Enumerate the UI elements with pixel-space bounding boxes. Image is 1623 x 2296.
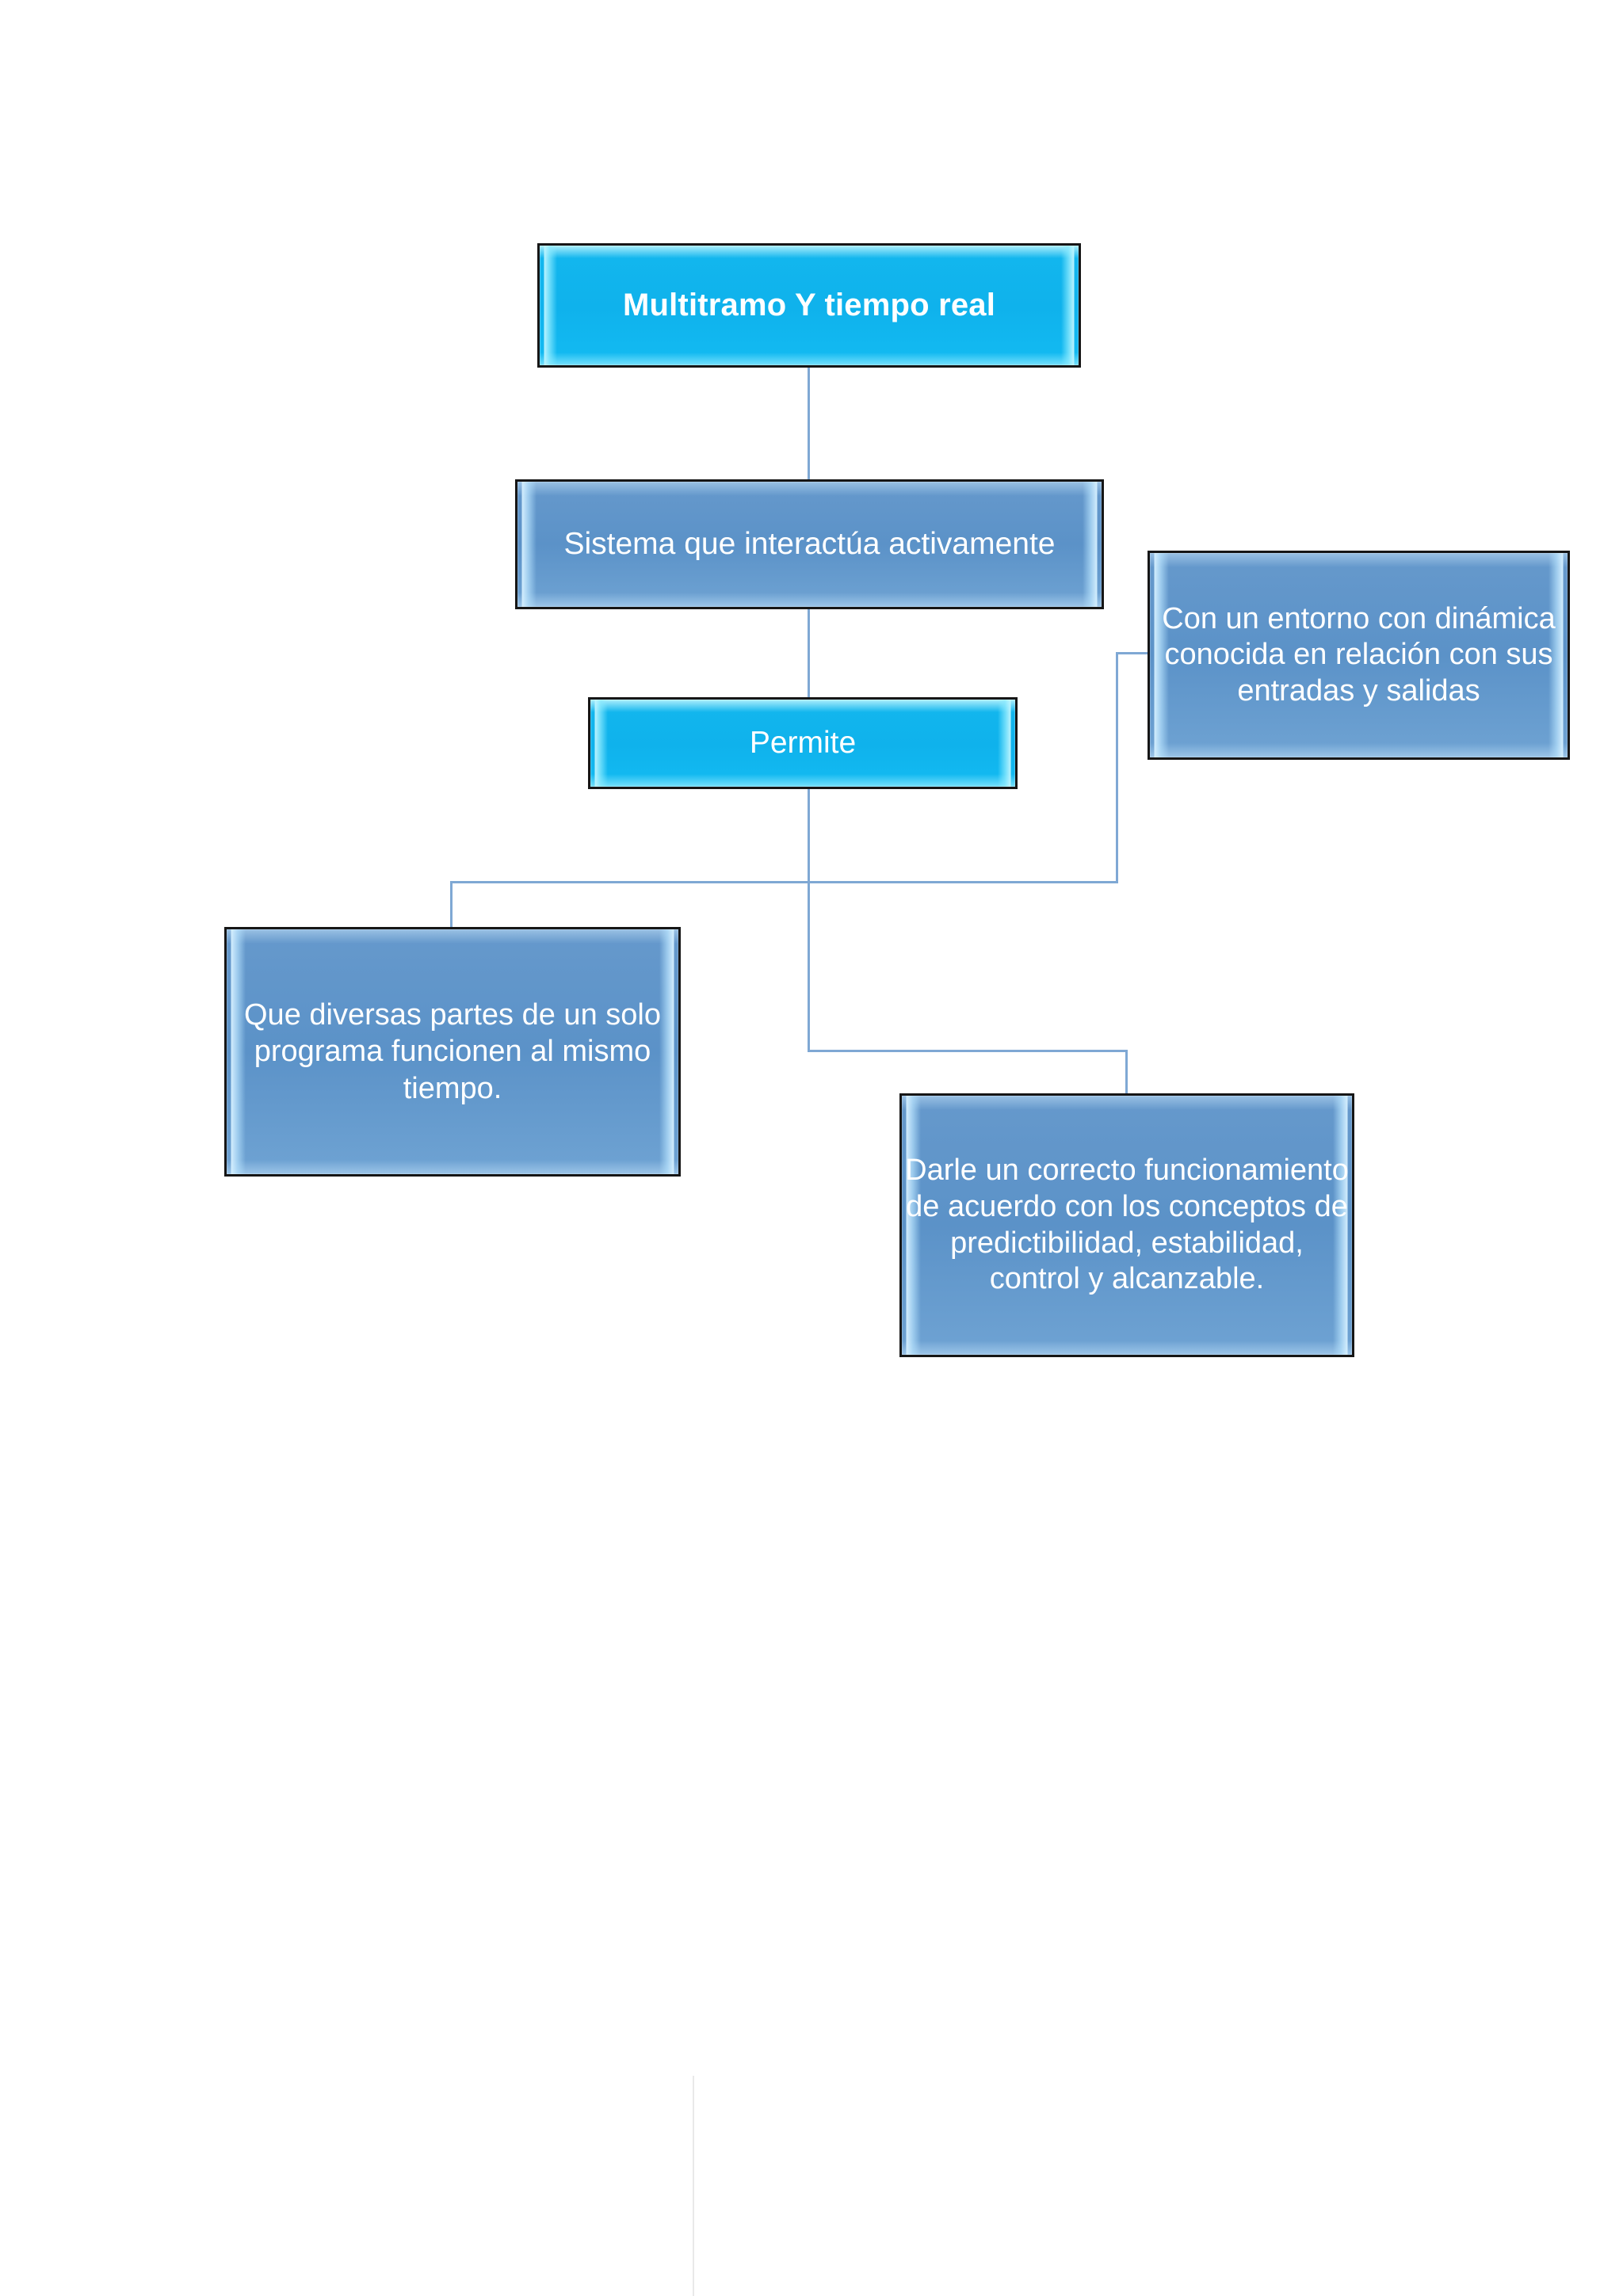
connector-root-to-sistema bbox=[808, 367, 810, 480]
connector-permite-stem bbox=[808, 788, 810, 883]
connector-branch-bus bbox=[450, 881, 1118, 883]
node-label: Sistema que interactúa activamente bbox=[563, 527, 1056, 562]
node-label: Con un entorno con dinámica conocida en … bbox=[1162, 601, 1556, 707]
node-darle-un-correcto-funcionamiento[interactable]: Darle un correcto funcionamiento de acue… bbox=[899, 1093, 1354, 1357]
node-sistema-que-interactua-activamente[interactable]: Sistema que interactúa activamente bbox=[515, 479, 1104, 609]
connector-branch-to-funcionamiento-drop bbox=[808, 881, 810, 1051]
connector-branch-to-entorno-riser bbox=[1116, 652, 1118, 883]
node-label: Multitramo Y tiempo real bbox=[622, 288, 996, 323]
node-con-un-entorno[interactable]: Con un entorno con dinámica conocida en … bbox=[1148, 551, 1570, 760]
node-multitramo-y-tiempo-real[interactable]: Multitramo Y tiempo real bbox=[537, 243, 1081, 368]
node-label: Darle un correcto funcionamiento de acue… bbox=[905, 1154, 1349, 1296]
node-label: Que diversas partes de un solo programa … bbox=[244, 997, 661, 1105]
connector-branch-to-funcionamiento-arm bbox=[808, 1050, 1128, 1052]
node-permite[interactable]: Permite bbox=[588, 697, 1018, 789]
connector-sistema-to-permite bbox=[808, 608, 810, 698]
node-label: Permite bbox=[749, 726, 857, 761]
connector-branch-to-entorno-arm bbox=[1116, 652, 1150, 654]
connector-branch-to-partes bbox=[450, 881, 453, 929]
node-que-diversas-partes[interactable]: Que diversas partes de un solo programa … bbox=[224, 927, 681, 1177]
connector-branch-to-funcionamiento-entry bbox=[1125, 1050, 1128, 1096]
page-fold-line bbox=[693, 2076, 694, 2296]
